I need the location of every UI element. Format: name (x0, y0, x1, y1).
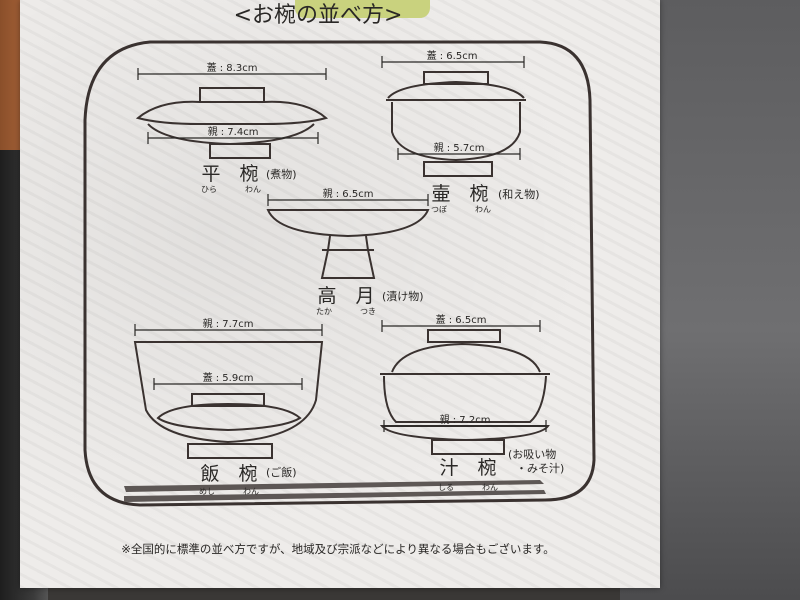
tsubo-lid-size: 蓋 : 6.5cm (427, 50, 478, 62)
hira-reading-2: わん (245, 185, 261, 194)
hira-lid-size: 蓋 : 8.3cm (207, 62, 258, 74)
hira-wan-name: 平 椀 (201, 163, 258, 185)
shiru-body-size: 親 : 7.2cm (440, 413, 491, 426)
hira-reading-1: ひら (201, 185, 217, 194)
tsubo-reading-1: つぼ (431, 205, 447, 214)
shiru-use-1: (お吸い物 (508, 447, 556, 461)
tray-outline (83, 40, 596, 507)
takatsuki-stand (266, 209, 430, 279)
diagram-title: <お椀の並べ方> (234, 3, 403, 28)
chopsticks (124, 480, 546, 502)
shiru-lid-size: 蓋 : 6.5cm (436, 314, 487, 326)
meshi-wan-bowl (133, 341, 324, 459)
shiru-reading-1: しる (438, 483, 454, 492)
takatsuki-reading-1: たか (316, 307, 332, 316)
shiru-wan-name: 汁 椀 (439, 457, 496, 479)
meshi-body-size: 親 : 7.7cm (203, 317, 254, 330)
shiru-wan-bowl (379, 329, 550, 455)
footnote: ※全国的に標準の並べ方ですが、地域及び宗派などにより異なる場合もございます。 (121, 542, 555, 556)
tsubo-wan-name: 壷 椀 (431, 183, 488, 205)
takatsuki-body-size: 親 : 6.5cm (323, 187, 374, 200)
meshi-use: (ご飯) (266, 465, 297, 479)
paper-clip (295, 0, 430, 18)
takatsuki-use: (漬け物) (382, 289, 424, 303)
tsubo-body-size: 親 : 5.7cm (434, 141, 485, 154)
meshi-reading-1: めし (199, 487, 215, 496)
takatsuki-name: 高 月 (317, 285, 374, 307)
shiru-reading-2: わん (482, 483, 498, 492)
hira-wan-bowl (135, 87, 329, 159)
meshi-reading-2: わん (243, 487, 259, 496)
shiru-use-2: ・みそ汁) (516, 462, 564, 475)
tsubo-use: (和え物) (498, 187, 540, 201)
meshi-wan-name: 飯 椀 (200, 463, 257, 485)
tsubo-reading-2: わん (475, 205, 491, 214)
takatsuki-reading-2: つき (360, 307, 376, 316)
hira-use: (煮物) (266, 167, 297, 181)
hira-body-size: 親 : 7.4cm (208, 125, 259, 138)
tsubo-wan-bowl (386, 71, 526, 177)
meshi-lid-size: 蓋 : 5.9cm (203, 372, 254, 384)
